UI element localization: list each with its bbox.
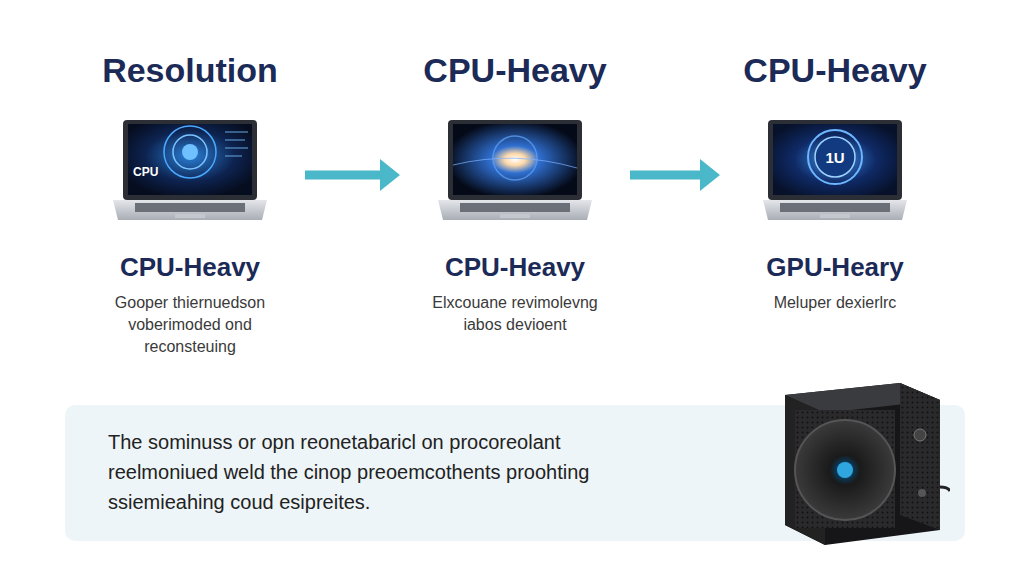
- screen-label: 1U: [825, 149, 844, 166]
- speaker-illustration: [750, 375, 950, 550]
- step-column: CPU-HeavyGPU-HearyMeluper dexierlrc: [720, 45, 950, 314]
- step-title: CPU-Heavy: [743, 45, 926, 95]
- step-description: Elxcouane revimolevng iabos devioent: [423, 292, 608, 336]
- laptop: [438, 120, 592, 220]
- step-description: Gooper thiernuedson voberimoded ond reco…: [98, 292, 283, 358]
- step-heading: GPU-Heary: [766, 250, 903, 284]
- note-panel: The sominuss or opn reonetabaricl on pro…: [65, 405, 965, 541]
- step-title: CPU-Heavy: [423, 45, 606, 95]
- step-description: Meluper dexierlrc: [774, 292, 897, 314]
- screen-label: CPU: [133, 165, 158, 179]
- step-column: CPU-HeavyCPU-HeavyElxcouane revimolevng …: [400, 45, 630, 336]
- laptop: [113, 120, 267, 220]
- note-text: The sominuss or opn reonetabaricl on pro…: [108, 427, 668, 517]
- flow-arrow: [630, 159, 720, 191]
- laptop: [763, 120, 907, 220]
- step-title: Resolution: [102, 45, 278, 95]
- flow-arrow: [305, 159, 400, 191]
- step-column: ResolutionCPU-HeavyGooper thiernuedson v…: [75, 45, 305, 358]
- step-heading: CPU-Heavy: [445, 250, 585, 284]
- step-heading: CPU-Heavy: [120, 250, 260, 284]
